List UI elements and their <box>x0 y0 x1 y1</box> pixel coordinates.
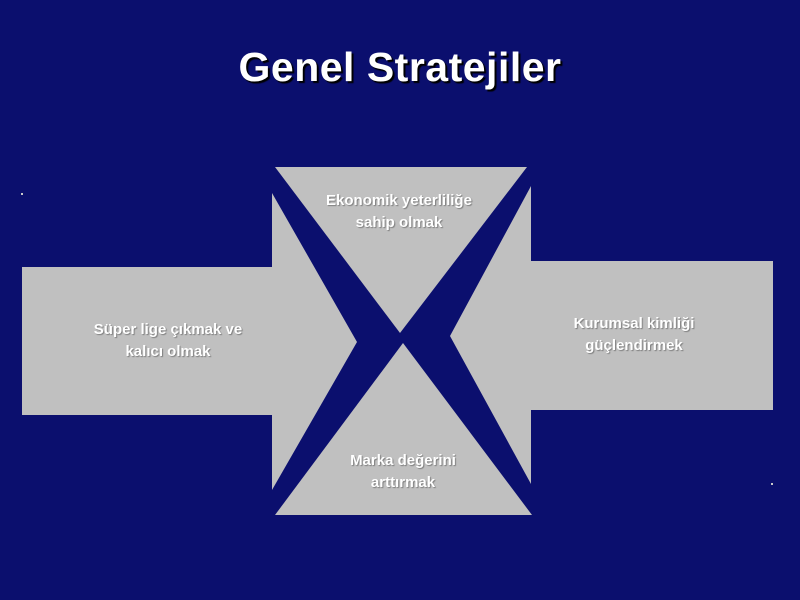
speck <box>771 483 773 485</box>
top-triangle-label: Ekonomik yeterliliğe sahip olmak <box>296 190 502 234</box>
slide-title: Genel Stratejiler <box>238 44 562 90</box>
top-triangle-label-line1: Ekonomik yeterliliğe <box>326 192 472 209</box>
left-arrow-label-line1: Süper lige çıkmak ve <box>93 321 243 338</box>
left-arrow-shape <box>22 193 357 490</box>
right-arrow-label-line2: güçlendirmek <box>585 337 683 354</box>
right-arrow-label: Kurumsal kimliği güçlendirmek <box>536 313 732 357</box>
right-arrow-shape <box>450 186 773 484</box>
left-arrow-label: Süper lige çıkmak ve kalıcı olmak <box>60 319 276 363</box>
top-triangle-shape <box>275 167 527 333</box>
right-arrow-label-line1: Kurumsal kimliği <box>573 315 695 332</box>
bottom-triangle-label-line2: arttırmak <box>370 474 436 491</box>
bottom-triangle-shape <box>275 343 532 515</box>
bottom-triangle-label-line1: Marka değerini <box>350 452 456 469</box>
left-arrow-label-line2: kalıcı olmak <box>125 343 211 360</box>
bottom-triangle-label: Marka değerini arttırmak <box>316 450 490 494</box>
top-triangle-label-line2: sahip olmak <box>355 214 443 231</box>
speck <box>21 193 23 195</box>
